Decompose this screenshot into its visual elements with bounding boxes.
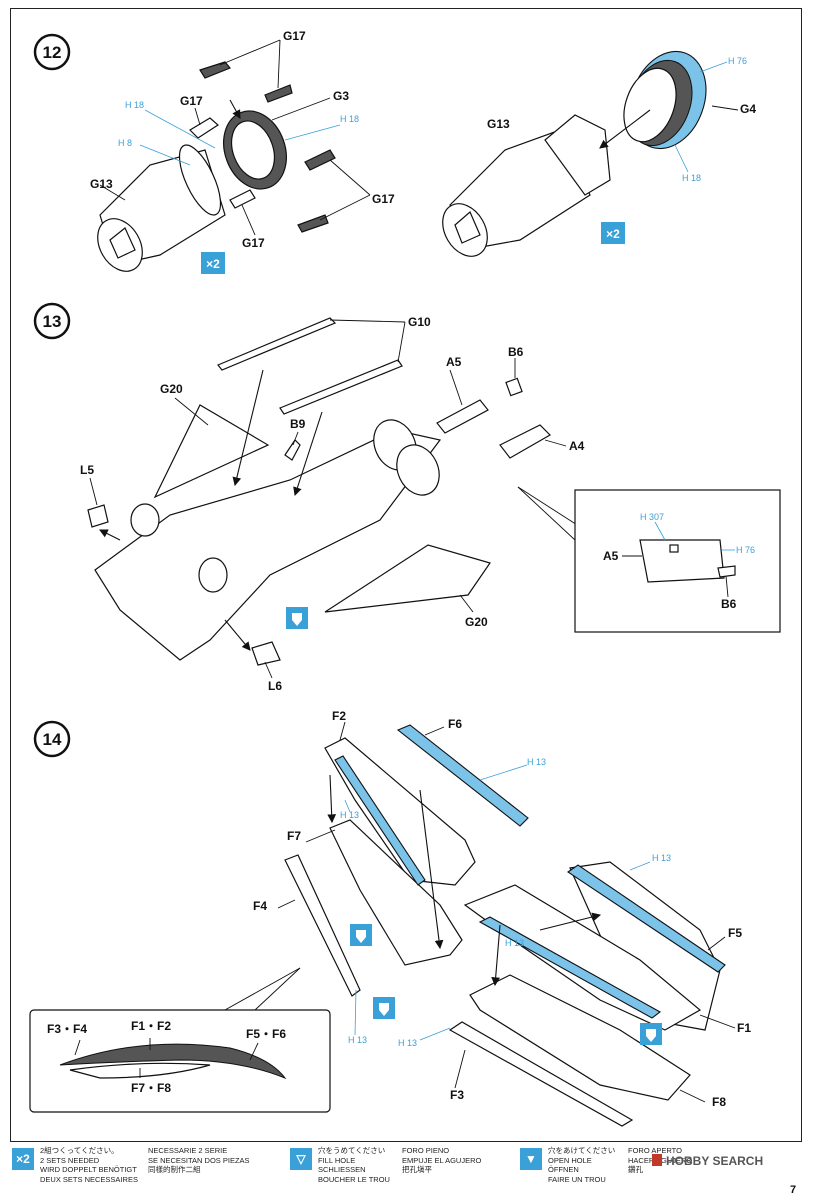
blue-label-h13-f5: H 13 [652, 853, 671, 863]
part-f6 [396, 724, 529, 827]
watermark-logo: HOBBY SEARCH [652, 1154, 763, 1168]
legend-sets-text: 2組つくってください。 2 SETS NEEDED WIRD DOPPELT B… [40, 1146, 138, 1184]
step-13: 13 G10 G20 G20 B6 A5 A [33, 302, 781, 693]
page-number: 7 [790, 1184, 797, 1196]
logo-mark-icon [652, 1154, 662, 1166]
label-a5: A5 [446, 355, 462, 369]
multiplier-text-right: ×2 [606, 227, 620, 241]
detail-box-wing-section [29, 1009, 331, 1113]
open-hole-legend-icon: ▼ [520, 1148, 542, 1170]
label-g13-left: G13 [90, 177, 113, 191]
label-f5: F5 [728, 926, 742, 940]
label-b6-detail: B6 [721, 597, 737, 611]
blue-label-h76-detail: H 76 [736, 545, 755, 555]
label-f1: F1 [737, 1021, 751, 1035]
blue-label-h18-right: H 18 [682, 173, 701, 183]
label-g20-left: G20 [160, 382, 183, 396]
assembly-diagram: 12 G17 G17 G3 G17 G [29, 29, 781, 1127]
open-hole-icon-f7 [350, 924, 372, 946]
label-g20-right: G20 [465, 615, 488, 629]
legend-sets-text-2: NECESSARIE 2 SERIE SE NECESITAN DOS PIEZ… [148, 1146, 250, 1174]
fill-hole-legend-icon: ▽ [290, 1148, 312, 1170]
part-f8 [469, 974, 691, 1101]
label-g4: G4 [740, 102, 756, 116]
open-hole-icon-f8-left [373, 997, 395, 1019]
label-g17-bottom: G17 [242, 236, 265, 250]
part-l5 [87, 504, 109, 528]
part-f1 [463, 884, 702, 1031]
label-g10: G10 [408, 315, 431, 329]
legend-fill-text-2: FORO PIENO EMPUJE EL AGUJERO 把孔塡平 [402, 1146, 482, 1174]
label-f4: F4 [253, 899, 267, 913]
part-b9 [284, 439, 301, 461]
label-l5: L5 [80, 463, 94, 477]
label-f1-f2: F1・F2 [131, 1019, 171, 1033]
part-b6 [505, 377, 523, 397]
blue-label-h307: H 307 [640, 512, 664, 522]
step-14-badge [33, 720, 71, 758]
blue-label-h13-f1: H 13 [505, 938, 524, 948]
blue-label-h18-mid: H 18 [340, 114, 359, 124]
label-f2: F2 [332, 709, 346, 723]
step-13-number: 13 [43, 312, 62, 331]
step-12-number: 12 [43, 43, 62, 62]
engine-nozzle-left [97, 61, 336, 272]
part-l6 [251, 641, 281, 666]
label-g13-right: G13 [487, 117, 510, 131]
blue-label-h13-f4: H 13 [348, 1035, 367, 1045]
label-f7-f8: F7・F8 [131, 1081, 171, 1095]
symbol-legend: ×2 2組つくってください。 2 SETS NEEDED WIRD DOPPEL… [10, 1142, 802, 1188]
label-g3: G3 [333, 89, 349, 103]
label-f8: F8 [712, 1095, 726, 1109]
multiplier-text-left: ×2 [206, 257, 220, 271]
instruction-page-frame [10, 8, 802, 1142]
part-f2 [324, 737, 476, 886]
part-a4 [499, 424, 551, 459]
part-g20-right [324, 544, 491, 613]
legend-fill-text: 穴をうめてください FILL HOLE SCHLIESSEN BOUCHER L… [318, 1146, 390, 1184]
step-12-badge [33, 33, 71, 71]
open-hole-icon-f8-right [640, 1023, 662, 1045]
part-f3 [448, 1021, 634, 1127]
step-14: 14 F2 F6 F7 F4 F5 F1 [29, 709, 751, 1127]
part-g10-upper [217, 317, 337, 371]
step-14-number: 14 [43, 730, 62, 749]
legend-open-text: 穴をあけてください OPEN HOLE ÖFFNEN FAIRE UN TROU [548, 1146, 616, 1184]
blue-label-h76: H 76 [728, 56, 747, 66]
label-f5-f6: F5・F6 [246, 1027, 286, 1041]
fill-hole-icon [286, 607, 308, 629]
blue-label-h18-left: H 18 [125, 100, 144, 110]
blue-label-h13-f2: H 13 [340, 810, 359, 820]
label-g17-right: G17 [372, 192, 395, 206]
label-f6: F6 [448, 717, 462, 731]
label-g17-top: G17 [283, 29, 306, 43]
step-13-badge [33, 302, 71, 340]
engine-nozzle-right [442, 50, 707, 257]
label-l6: L6 [268, 679, 282, 693]
label-a5-detail: A5 [603, 549, 619, 563]
multiplier-badge-left [201, 252, 225, 274]
blue-label-h8: H 8 [118, 138, 132, 148]
blue-label-h13-f6: H 13 [527, 757, 546, 767]
blue-label-h13-f8: H 13 [398, 1038, 417, 1048]
multiplier-icon: ×2 [12, 1148, 34, 1170]
label-f7: F7 [287, 829, 301, 843]
label-b6: B6 [508, 345, 524, 359]
multiplier-badge-right [601, 222, 625, 244]
part-f4 [284, 854, 361, 997]
part-g20-left [153, 404, 270, 499]
label-b9: B9 [290, 417, 306, 431]
label-f3-f4: F3・F4 [47, 1022, 87, 1036]
label-g17-left: G17 [180, 94, 203, 108]
step-12: 12 G17 G17 G3 G17 G [33, 29, 756, 274]
label-a4: A4 [569, 439, 585, 453]
part-g10-lower [279, 359, 403, 415]
part-f7 [329, 819, 463, 966]
fuselage-rear [94, 429, 442, 661]
part-a5 [436, 399, 489, 434]
label-f3: F3 [450, 1088, 464, 1102]
